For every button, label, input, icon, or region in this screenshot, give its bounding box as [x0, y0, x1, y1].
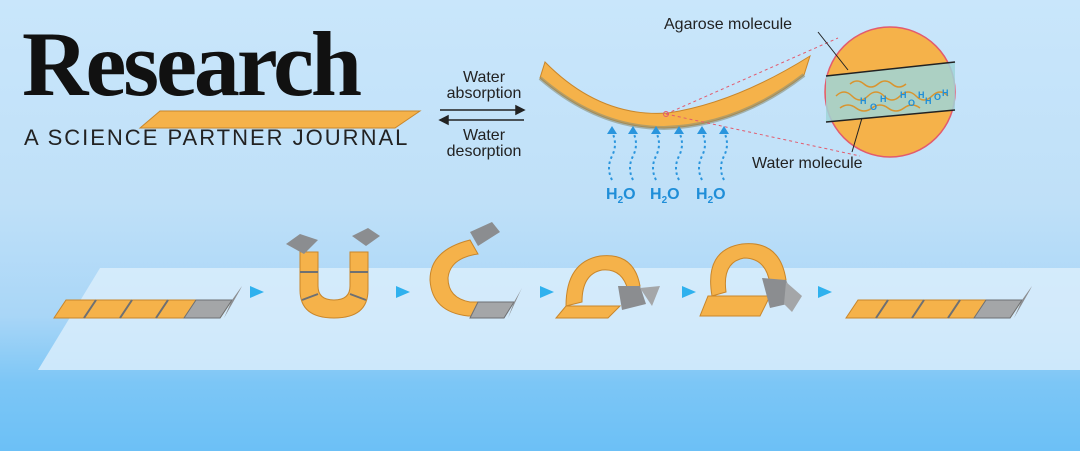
absorption-label: Water absorption — [438, 70, 530, 102]
water-molecule-label: Water molecule — [752, 155, 863, 172]
water-pointer — [851, 117, 863, 153]
desorption-label: Water desorption — [438, 128, 530, 160]
stage-arrows — [250, 286, 832, 298]
zoom-h2o-glyphs: H O H H O H H O H — [860, 88, 949, 112]
desorption-label-line1: Water — [462, 127, 506, 144]
agarose-label: Agarose molecule — [664, 16, 793, 33]
glyph-o: O — [870, 102, 877, 112]
glyph-h: H — [860, 96, 867, 106]
glyph-h: H — [900, 90, 907, 100]
logo-text: Research — [22, 13, 362, 115]
absorb-desorb-arrows — [438, 104, 526, 126]
agarose-pointer — [817, 31, 849, 71]
glyph-o: O — [908, 98, 915, 108]
stage-u-shape — [286, 228, 380, 319]
absorption-label-line1: Water — [462, 69, 506, 86]
platform — [38, 268, 1080, 370]
stage-c-shape — [429, 222, 522, 319]
curved-film-edge — [538, 73, 806, 131]
curved-film — [539, 54, 811, 129]
glyph-o: O — [934, 92, 941, 102]
zoom-origin — [663, 111, 669, 117]
glyph-h: H — [925, 96, 932, 106]
desorption-label-line2: desorption — [446, 143, 522, 160]
vapor-arrowheads — [607, 126, 729, 134]
h2o-label: H2O — [606, 186, 636, 207]
zoom-circle — [824, 26, 956, 158]
tagline: A SCIENCE PARTNER JOURNAL — [24, 125, 410, 150]
stage-flat-start — [53, 286, 242, 319]
glyph-h: H — [942, 88, 949, 98]
vapor-arrows — [608, 131, 728, 181]
stage-loop — [554, 255, 660, 319]
h2o-label: H2O — [696, 186, 726, 207]
h2o-label: H2O — [650, 186, 680, 207]
zoom-lines — [665, 37, 861, 157]
stage-flat-end — [845, 286, 1032, 319]
stage-big-loop — [699, 243, 802, 317]
film-strip-logo — [138, 110, 422, 129]
absorption-label-line2: absorption — [446, 85, 522, 102]
glyph-h: H — [918, 90, 925, 100]
glyph-h: H — [880, 94, 887, 104]
